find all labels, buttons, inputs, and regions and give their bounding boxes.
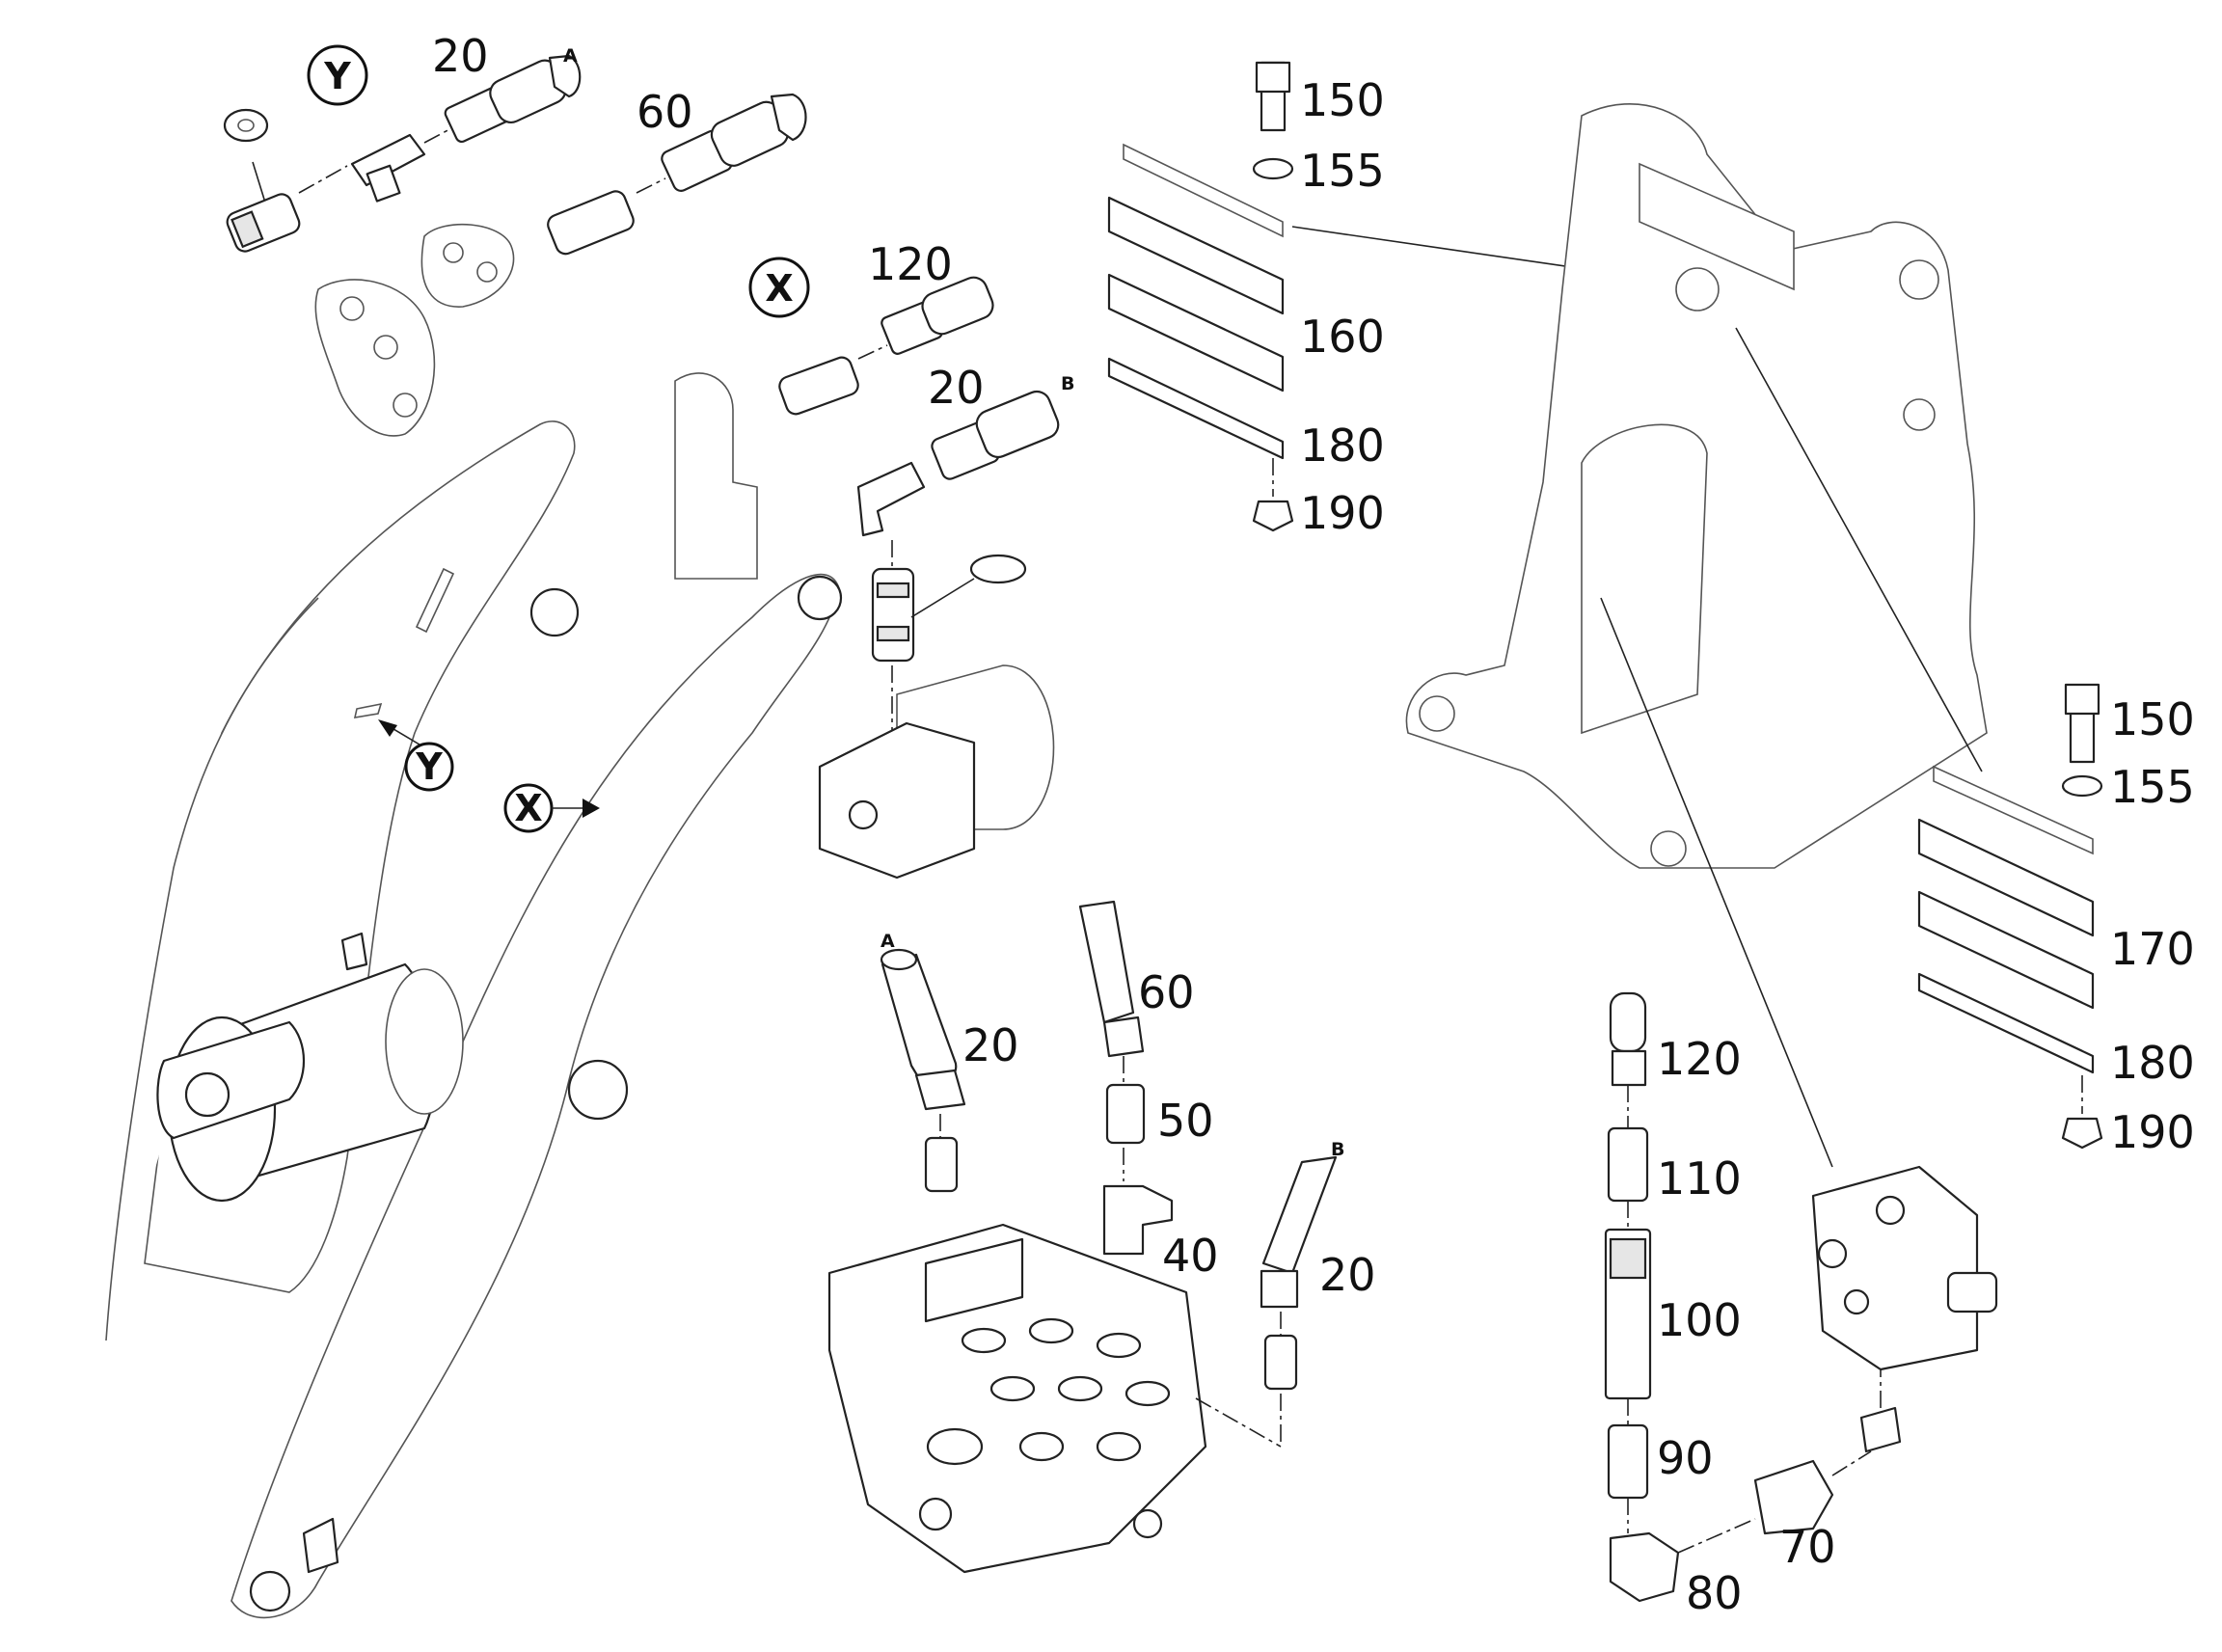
detail-marker-x-arm: X — [514, 787, 542, 829]
relief-valve-chain: 120 110 100 90 80 70 — [1604, 991, 1998, 1619]
detail-pointer-y-arm: Y — [378, 719, 454, 792]
elbow-80-icon — [1609, 1531, 1680, 1603]
callout-20-mid: 20 — [928, 362, 985, 414]
callout-50: 50 — [1157, 1095, 1214, 1147]
clamp-half-upper-icon — [1107, 196, 1285, 315]
cover-plate-icon — [1107, 357, 1285, 460]
callout-60-top: 60 — [637, 86, 693, 138]
hose-fitting-icon — [226, 193, 301, 253]
detail-y-group: Y 20 A 60 — [223, 30, 807, 437]
callout-60-valve: 60 — [1138, 966, 1195, 1018]
clamp-plate-icon — [420, 223, 515, 308]
callout-110: 110 — [1657, 1152, 1742, 1205]
hose-label-b-valve: B — [1331, 1139, 1344, 1160]
callout-160: 160 — [1300, 311, 1385, 363]
callout-180-right: 180 — [2110, 1037, 2195, 1089]
callout-155-right: 155 — [2110, 761, 2195, 813]
callout-150-top: 150 — [1300, 74, 1385, 126]
hose-label-b-mid: B — [1061, 373, 1074, 394]
callout-190-right: 190 — [2110, 1106, 2195, 1158]
relief-valve-block-icon — [1811, 1165, 1979, 1371]
detail-pointer-x-arm: X — [503, 783, 600, 833]
clamp-stack-top: 150 155 160 180 190 — [1107, 61, 1660, 539]
clamp-stack-right: 150 155 170 180 190 — [1917, 683, 2195, 1158]
valve-block-icon — [818, 721, 976, 880]
loader-arm-assembly: Y X — [105, 420, 843, 1619]
adapter-icon — [1607, 1126, 1649, 1203]
callout-20-top: 20 — [432, 30, 489, 82]
callout-70: 70 — [1779, 1521, 1836, 1573]
callout-120-bottom: 120 — [1657, 1033, 1742, 1085]
callout-90: 90 — [1657, 1432, 1714, 1484]
detail-x-group: X 120 20 B — [674, 238, 1074, 880]
washer-icon-top — [1252, 157, 1294, 180]
callout-150-right: 150 — [2110, 693, 2195, 745]
callout-100: 100 — [1657, 1294, 1742, 1346]
loader-frame — [1405, 103, 1988, 1168]
callout-20-valve-right: 20 — [1319, 1249, 1376, 1301]
callout-155-top: 155 — [1300, 145, 1385, 197]
clamp-half-lower-icon — [1107, 273, 1285, 393]
callout-180-top: 180 — [1300, 420, 1385, 472]
bracket-plate-icon — [314, 279, 436, 437]
hose-bracket-icon — [674, 372, 758, 580]
control-valve-group: A 20 60 50 40 B 20 — [827, 900, 1376, 1574]
detail-marker-y-arm: Y — [415, 745, 443, 788]
callout-80: 80 — [1686, 1567, 1743, 1619]
tee-70-icon — [1753, 1459, 1834, 1535]
elbow-fitting-icon — [856, 461, 926, 537]
hose-label-a-valve: A — [881, 931, 895, 952]
hose-end-icon — [444, 54, 582, 144]
nut-icon-top — [1252, 500, 1294, 532]
callout-20-valve-left: 20 — [962, 1019, 1019, 1071]
callout-190-top: 190 — [1300, 487, 1385, 539]
detail-marker-y-top: Y — [323, 55, 351, 97]
callout-170: 170 — [2110, 923, 2195, 975]
callout-120-top: 120 — [868, 238, 953, 290]
detail-marker-x-top: X — [765, 267, 793, 310]
callout-40: 40 — [1162, 1230, 1219, 1282]
hose-label-a-top: A — [563, 45, 578, 67]
